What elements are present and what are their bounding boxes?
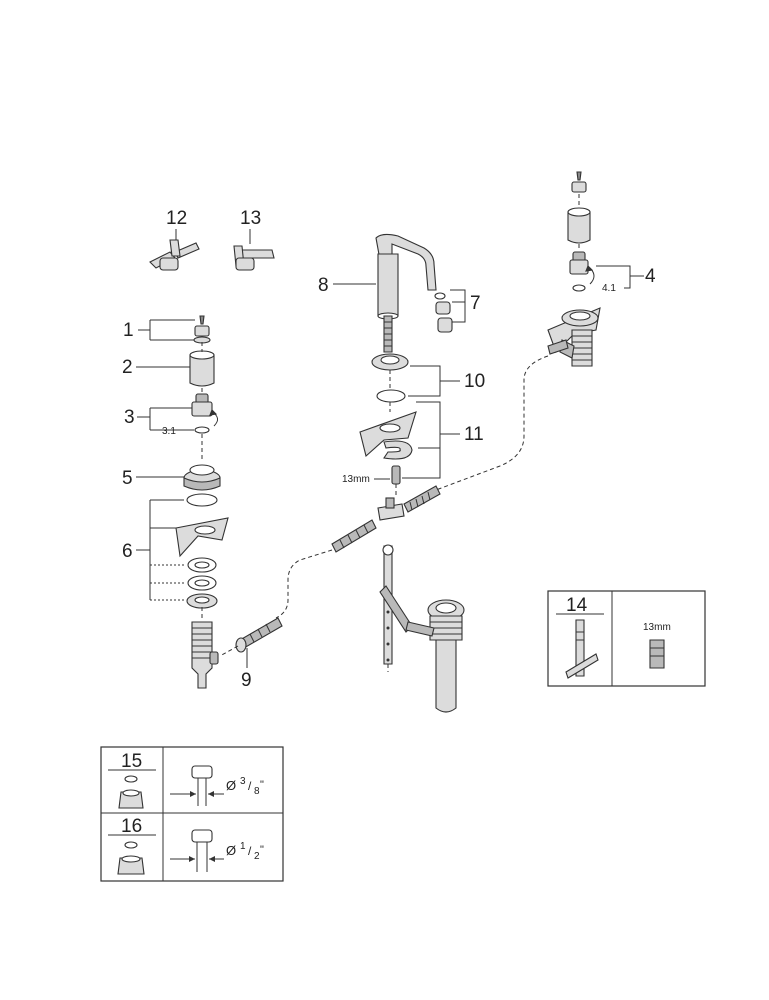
svg-text:/: / [248,779,252,793]
box-16-diameter-unit: " [260,844,264,856]
callout-2: 2 [122,357,133,378]
callout-13: 13 [240,208,261,229]
box-15-diameter-prefix: Ø [226,778,236,793]
handle-option-13: 13 [233,208,275,271]
callout-3-1: 3.1 [162,426,176,437]
box-15-diameter-unit: " [260,779,264,791]
callout-5: 5 [122,468,133,489]
callout-8: 8 [318,275,329,296]
callout-4-1: 4.1 [602,283,616,294]
callout-7: 7 [470,293,481,314]
callout-9: 9 [241,670,252,691]
box-16-number: 16 [121,816,142,837]
box-16-diameter-den: 2 [254,851,260,862]
box-15-16: 15 Ø 3 / 8 " 16 Ø [100,746,284,882]
callout-10: 10 [464,371,485,392]
box-14-number: 14 [566,595,588,616]
callout-11: 11 [464,424,484,445]
spout-assembly: 8 7 10 11 13mm [318,233,485,498]
box-15-diameter-den: 8 [254,786,260,797]
box-15-diameter-num: 3 [240,776,246,787]
wrench-size-label: 13mm [342,474,370,485]
box-16-diameter-prefix: Ø [226,843,236,858]
hoses: 9 [219,339,569,691]
callout-3: 3 [124,407,135,428]
callout-1: 1 [123,320,134,341]
left-valve-assembly: 1 2 3 3.1 5 6 [122,315,229,689]
box-14: 14 13mm [547,590,706,687]
callout-6: 6 [122,541,133,562]
box-15-number: 15 [121,751,142,772]
svg-text:/: / [248,844,252,858]
callout-12: 12 [166,208,187,229]
callout-4: 4 [645,266,656,287]
right-valve-assembly: 4.1 4 [547,171,656,367]
handle-option-12: 12 [149,208,200,271]
box-16: 16 Ø 1 / 2 " [108,816,264,875]
box-15: 15 Ø 3 / 8 " [108,751,264,809]
box-14-nut-label: 13mm [643,622,671,633]
popup-drain [379,544,465,713]
box-16-diameter-num: 1 [240,841,246,852]
